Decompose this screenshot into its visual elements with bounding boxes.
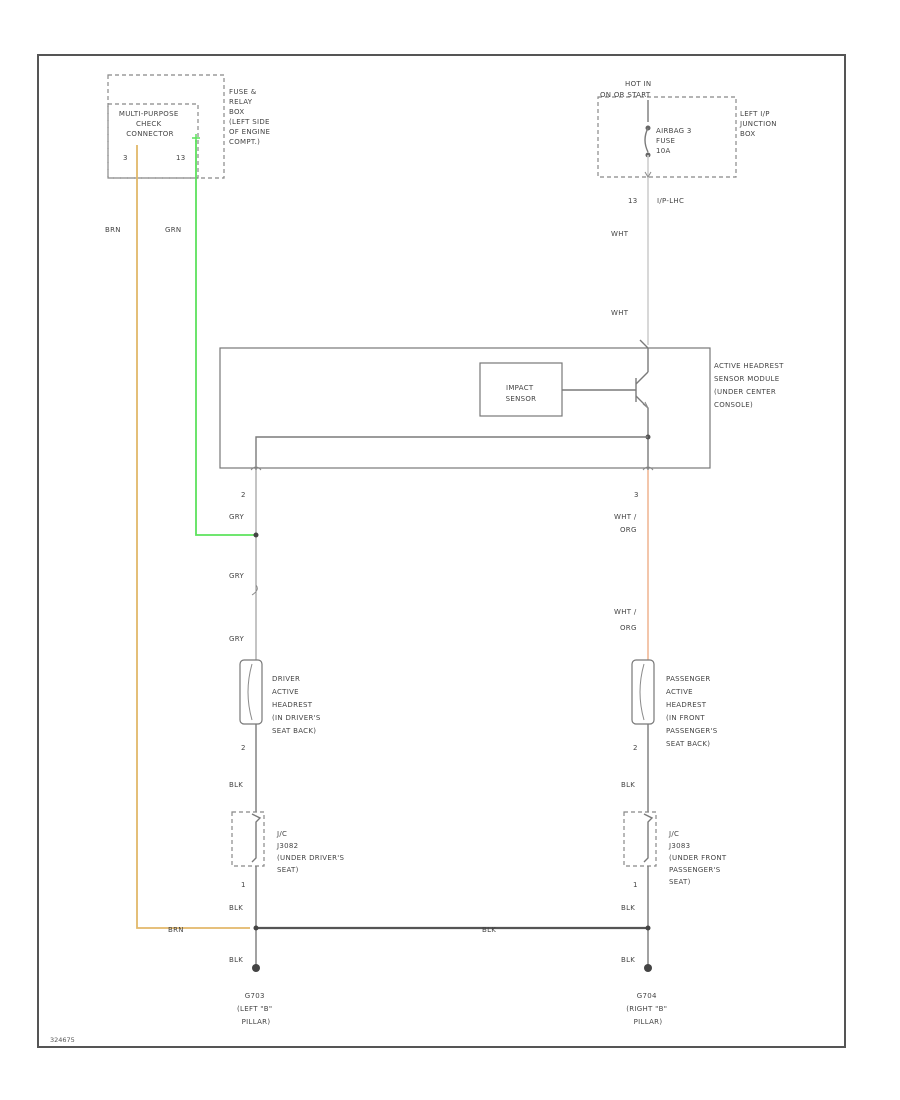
fuse-element <box>644 127 649 153</box>
driver-headrest-coil <box>247 663 253 721</box>
fuse-relay-box-outline <box>107 74 225 179</box>
passenger-ground-splice <box>645 925 651 931</box>
module-pin-right-mark <box>642 466 654 471</box>
hot-label: HOT IN ON OR START <box>600 80 654 99</box>
driver-headrest-actuator <box>239 659 263 725</box>
diagram-frame <box>37 54 846 1048</box>
check-connector-outline <box>107 103 199 179</box>
check-pin-13: 13 <box>176 154 186 162</box>
passenger-headrest-pin-2: 2 <box>633 744 638 752</box>
module-pin-left-mark <box>250 466 262 471</box>
fuse-relay-box-label: FUSE & RELAY BOX (LEFT SIDE OF ENGINE CO… <box>229 88 273 146</box>
gry-connector-mark <box>251 584 258 596</box>
passenger-jc-pin-1: 1 <box>633 881 638 889</box>
driver-headrest-pin-2: 2 <box>241 744 246 752</box>
impact-sensor-label: IMPACT SENSOR <box>506 384 537 403</box>
driver-jc-outline <box>231 811 265 867</box>
module-pin-3: 3 <box>634 491 639 499</box>
passenger-blk-label-3: BLK <box>621 956 635 964</box>
module-label: ACTIVE HEADREST SENSOR MODULE (UNDER CEN… <box>714 362 786 409</box>
diagram-code: 324675 <box>50 1036 75 1044</box>
grn-wire-terminal <box>192 134 200 142</box>
passenger-jc-label: J/C J3083 (UNDER FRONT PASSENGER'S SEAT) <box>668 830 729 886</box>
brn-wire-label: BRN <box>105 226 121 234</box>
check-pin-3: 3 <box>123 154 128 162</box>
driver-headrest-label: DRIVER ACTIVE HEADREST (IN DRIVER'S SEAT… <box>272 675 323 735</box>
driver-jc-pin-1: 1 <box>241 881 246 889</box>
driver-jc-label: J/C J3082 (UNDER DRIVER'S SEAT) <box>276 830 347 874</box>
ground-g703 <box>252 964 260 972</box>
grn-wire-label: GRN <box>165 226 181 234</box>
wht-org-label-1: WHT / ORG <box>614 513 639 534</box>
wht-wire-label-1: WHT <box>611 230 629 238</box>
junction-box-outline <box>597 96 737 178</box>
driver-blk-label-1: BLK <box>229 781 243 789</box>
passenger-headrest-coil <box>639 663 645 721</box>
driver-jc-link <box>251 813 262 863</box>
passenger-blk-label-2: BLK <box>621 904 635 912</box>
driver-ground-splice <box>253 925 259 931</box>
passenger-headrest-actuator <box>631 659 655 725</box>
grn-wire <box>195 140 255 536</box>
module-pin-2: 2 <box>241 491 246 499</box>
passenger-jc-link <box>643 813 654 863</box>
passenger-blk-label-1: BLK <box>621 781 635 789</box>
passenger-jc-outline <box>623 811 657 867</box>
ip-lhc-connector: I/P-LHC <box>657 197 684 205</box>
junction-box-label: LEFT I/P JUNCTION BOX <box>739 110 779 138</box>
ground-g704 <box>644 964 652 972</box>
wht-org-label-2: WHT / ORG <box>614 608 639 632</box>
transistor-arrow <box>642 401 649 409</box>
brn-bottom-label: BRN <box>168 926 184 934</box>
module-input-line <box>639 339 649 372</box>
blk-ground-wire-label: BLK <box>482 926 496 934</box>
gry-splice <box>253 532 259 538</box>
gry-label-1: GRY <box>229 513 244 521</box>
transistor-collector <box>635 371 649 385</box>
module-internal-bus <box>255 436 648 470</box>
jb-pin-13: 13 <box>628 197 638 205</box>
brn-wire <box>136 145 250 929</box>
wht-wire-label-2: WHT <box>611 309 629 317</box>
headrest-sensor-module <box>219 347 711 469</box>
driver-blk-label-2: BLK <box>229 904 243 912</box>
ground-g703-label: G703 (LEFT "B" PILLAR) <box>237 992 275 1026</box>
jb-connector-mark <box>644 171 652 178</box>
driver-blk-label-3: BLK <box>229 956 243 964</box>
ground-g704-label: G704 (RIGHT "B" PILLAR) <box>626 992 670 1026</box>
passenger-headrest-label: PASSENGER ACTIVE HEADREST (IN FRONT PASS… <box>666 675 720 748</box>
airbag-fuse-label: AIRBAG 3 FUSE 10A <box>656 127 694 155</box>
check-connector-label: MULTI-PURPOSE CHECK CONNECTOR <box>119 110 181 138</box>
gry-label-3: GRY <box>229 635 244 643</box>
gry-label-2: GRY <box>229 572 244 580</box>
